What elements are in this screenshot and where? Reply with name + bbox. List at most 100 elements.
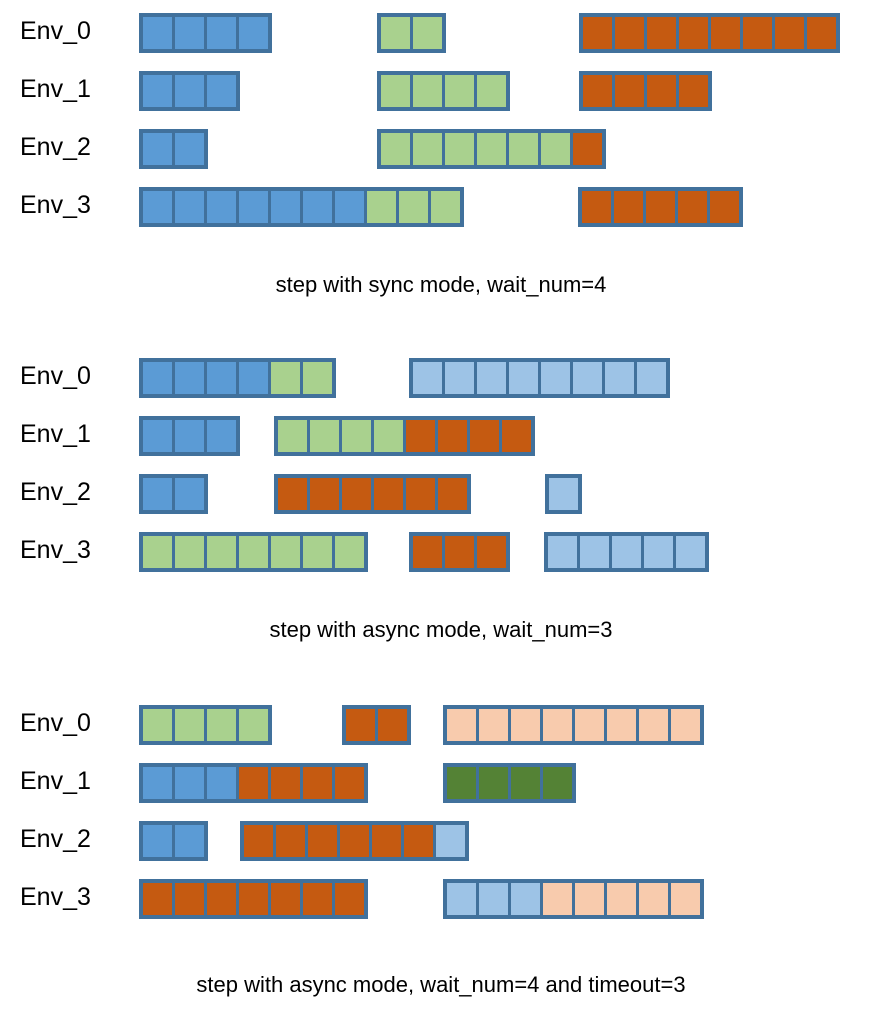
step-cell-lightblue	[509, 362, 538, 394]
row-label-env_3: Env_3	[20, 536, 91, 564]
step-cell-lightblue	[573, 362, 602, 394]
row-track	[0, 8, 882, 54]
step-cell-orange	[679, 75, 708, 107]
step-cell-green	[342, 420, 371, 452]
row-label-env_3: Env_3	[20, 191, 91, 219]
step-cell-orange	[404, 825, 433, 857]
step-cell-orange	[582, 191, 611, 223]
step-cell-lightblue	[637, 362, 666, 394]
step-block	[139, 416, 240, 456]
step-block	[579, 13, 840, 53]
step-cell-blue	[207, 420, 236, 452]
step-cell-orange	[239, 883, 268, 915]
step-cell-blue	[207, 17, 236, 49]
step-cell-peach	[543, 709, 572, 741]
step-cell-blue	[175, 767, 204, 799]
timeline-row: Env_2	[0, 469, 882, 515]
step-cell-blue	[335, 191, 364, 223]
step-cell-orange	[710, 191, 739, 223]
step-cell-orange	[406, 478, 435, 510]
step-cell-green	[271, 536, 300, 568]
step-block	[578, 187, 743, 227]
step-cell-green	[175, 536, 204, 568]
step-cell-orange	[807, 17, 836, 49]
step-cell-green	[175, 709, 204, 741]
step-cell-orange	[340, 825, 369, 857]
step-cell-orange	[276, 825, 305, 857]
step-cell-orange	[647, 17, 676, 49]
step-cell-peach	[671, 709, 700, 741]
step-cell-green	[239, 709, 268, 741]
step-cell-lightblue	[436, 825, 465, 857]
step-cell-green	[381, 133, 410, 165]
step-cell-green	[445, 75, 474, 107]
step-cell-orange	[711, 17, 740, 49]
step-cell-orange	[271, 767, 300, 799]
step-cell-peach	[447, 709, 476, 741]
step-cell-blue	[207, 191, 236, 223]
step-cell-lightblue	[447, 883, 476, 915]
step-cell-orange	[775, 17, 804, 49]
row-label-env_2: Env_2	[20, 478, 91, 506]
step-cell-orange	[335, 883, 364, 915]
step-cell-orange	[679, 17, 708, 49]
row-track	[0, 469, 882, 515]
step-cell-green	[477, 133, 506, 165]
step-block	[240, 821, 469, 861]
row-label-env_0: Env_0	[20, 17, 91, 45]
step-block	[377, 71, 510, 111]
step-cell-orange	[143, 883, 172, 915]
step-cell-green	[413, 17, 442, 49]
timeline-row: Env_1	[0, 758, 882, 804]
step-cell-orange	[438, 478, 467, 510]
timeline-row: Env_3	[0, 527, 882, 573]
step-cell-peach	[671, 883, 700, 915]
step-cell-green	[207, 709, 236, 741]
step-block	[139, 532, 368, 572]
step-cell-lightblue	[605, 362, 634, 394]
timeline-row: Env_1	[0, 66, 882, 112]
step-cell-green	[143, 536, 172, 568]
step-cell-green	[413, 133, 442, 165]
step-cell-blue	[239, 17, 268, 49]
timeline-row: Env_0	[0, 700, 882, 746]
row-track	[0, 124, 882, 170]
step-cell-green	[374, 420, 403, 452]
step-cell-peach	[607, 709, 636, 741]
step-cell-blue	[239, 191, 268, 223]
row-track	[0, 527, 882, 573]
step-block	[139, 71, 240, 111]
timeline-row: Env_1	[0, 411, 882, 457]
step-block	[443, 879, 704, 919]
step-cell-orange	[583, 75, 612, 107]
step-block	[409, 358, 670, 398]
step-block	[545, 474, 582, 514]
step-cell-orange	[308, 825, 337, 857]
step-block	[139, 358, 336, 398]
step-cell-blue	[175, 133, 204, 165]
step-cell-green	[509, 133, 538, 165]
step-cell-green	[381, 17, 410, 49]
step-cell-orange	[615, 75, 644, 107]
step-cell-blue	[143, 478, 172, 510]
row-label-env_1: Env_1	[20, 767, 91, 795]
step-block	[139, 13, 272, 53]
step-cell-peach	[607, 883, 636, 915]
step-block	[139, 129, 208, 169]
step-cell-orange	[743, 17, 772, 49]
step-cell-orange	[445, 536, 474, 568]
row-label-env_0: Env_0	[20, 709, 91, 737]
step-cell-orange	[310, 478, 339, 510]
step-cell-blue	[143, 420, 172, 452]
step-cell-lightblue	[549, 478, 578, 510]
row-label-env_0: Env_0	[20, 362, 91, 390]
step-cell-orange	[271, 883, 300, 915]
step-cell-blue	[143, 75, 172, 107]
step-cell-blue	[239, 362, 268, 394]
step-cell-blue	[175, 420, 204, 452]
step-cell-orange	[244, 825, 273, 857]
step-cell-orange	[406, 420, 435, 452]
step-block	[443, 763, 576, 803]
step-block	[544, 532, 709, 572]
